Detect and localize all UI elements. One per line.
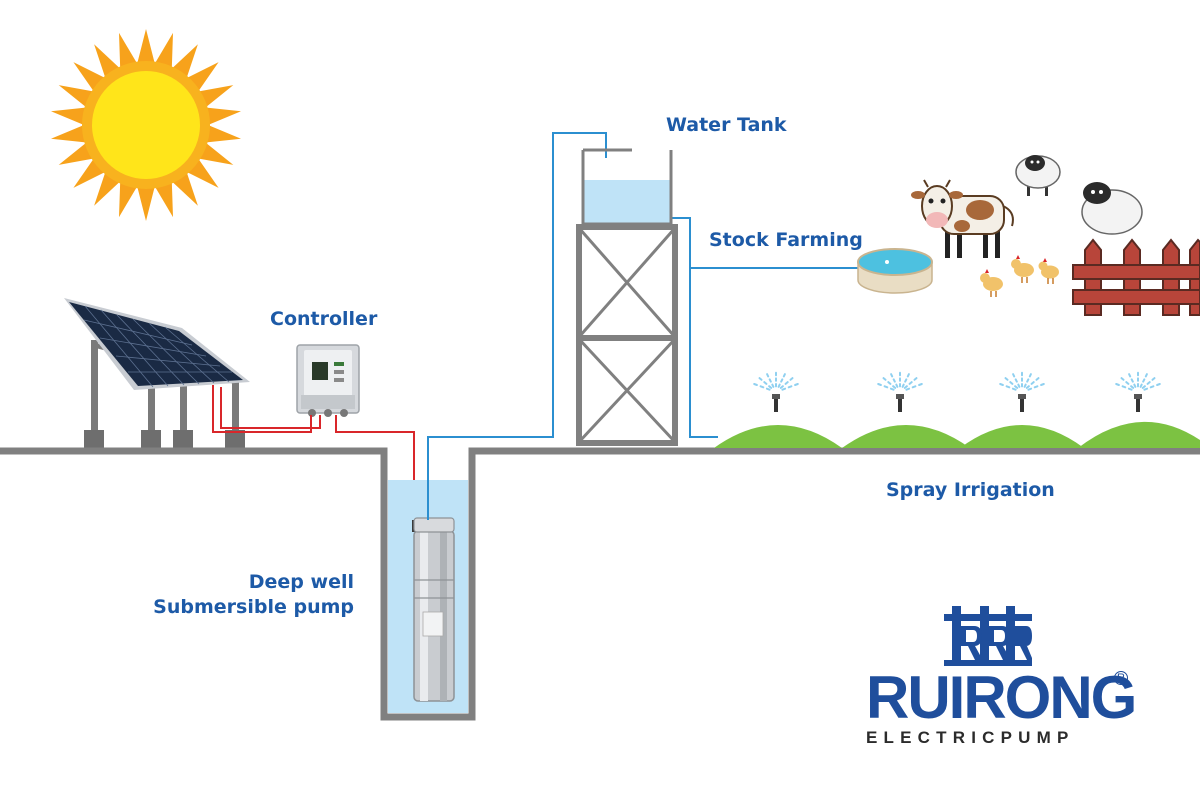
cow-icon xyxy=(911,179,1014,258)
spray-irrigation-label: Spray Irrigation xyxy=(886,479,1055,501)
water-tank-label: Water Tank xyxy=(666,114,787,136)
water-pipes xyxy=(427,132,858,520)
sprinkler-icon xyxy=(1115,371,1161,412)
well-label-line-2: Submersible pump xyxy=(153,596,354,618)
ruirong-logo-icon xyxy=(944,606,1032,666)
sheep-icon xyxy=(1081,182,1143,235)
chicken-icon xyxy=(1011,255,1034,283)
sun-icon xyxy=(51,29,241,221)
water-tower-icon xyxy=(576,148,678,446)
grass-hills xyxy=(714,421,1200,448)
sheep-icon xyxy=(1015,155,1061,196)
sprinkler-icon xyxy=(999,371,1045,412)
solar-panel-icon xyxy=(64,298,250,448)
controller-icon xyxy=(296,344,360,417)
registered-mark: R xyxy=(1114,671,1128,685)
deep-well-pump-label: Deep well Submersible pump xyxy=(150,570,354,620)
stock-farming-label: Stock Farming xyxy=(709,229,863,251)
submersible-pump-icon xyxy=(412,517,455,702)
chicken-icon xyxy=(980,269,1003,297)
sprinkler-icon xyxy=(877,371,923,412)
well-label-line-1: Deep well xyxy=(248,571,354,593)
ground-line xyxy=(0,447,1200,721)
sprinkler-group xyxy=(753,371,1161,412)
water-trough-icon xyxy=(857,248,933,294)
brand-subtitle: ELECTRICPUMP xyxy=(866,728,1075,747)
controller-label: Controller xyxy=(270,308,378,330)
brand-name: RUIRONG xyxy=(866,664,1137,731)
chicken-icon xyxy=(1038,258,1059,284)
sprinkler-icon xyxy=(753,371,799,412)
fence-icon xyxy=(1072,238,1200,316)
